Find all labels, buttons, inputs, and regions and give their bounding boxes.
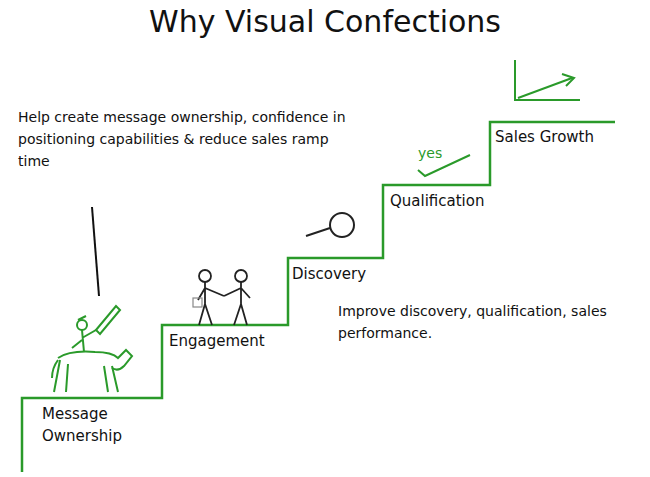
growth-chart-icon <box>515 60 580 100</box>
step-label: Discovery <box>292 263 392 285</box>
step-label: Engagement <box>169 330 289 352</box>
check-label: yes <box>418 142 468 164</box>
diagram-title: Why Visual Confections <box>0 2 650 42</box>
step-label: Sales Growth <box>495 126 635 148</box>
step-label: Message Ownership <box>42 403 142 447</box>
handshake-figures <box>193 270 250 325</box>
staircase <box>22 122 615 472</box>
knight-on-horse <box>52 306 132 392</box>
leader-line <box>92 207 99 296</box>
note-text: Improve discovery, qualification, sales … <box>338 300 638 344</box>
note-text: Help create message ownership, confidenc… <box>18 106 358 172</box>
magnifying-glass <box>306 213 354 237</box>
step-label: Qualification <box>390 190 520 212</box>
